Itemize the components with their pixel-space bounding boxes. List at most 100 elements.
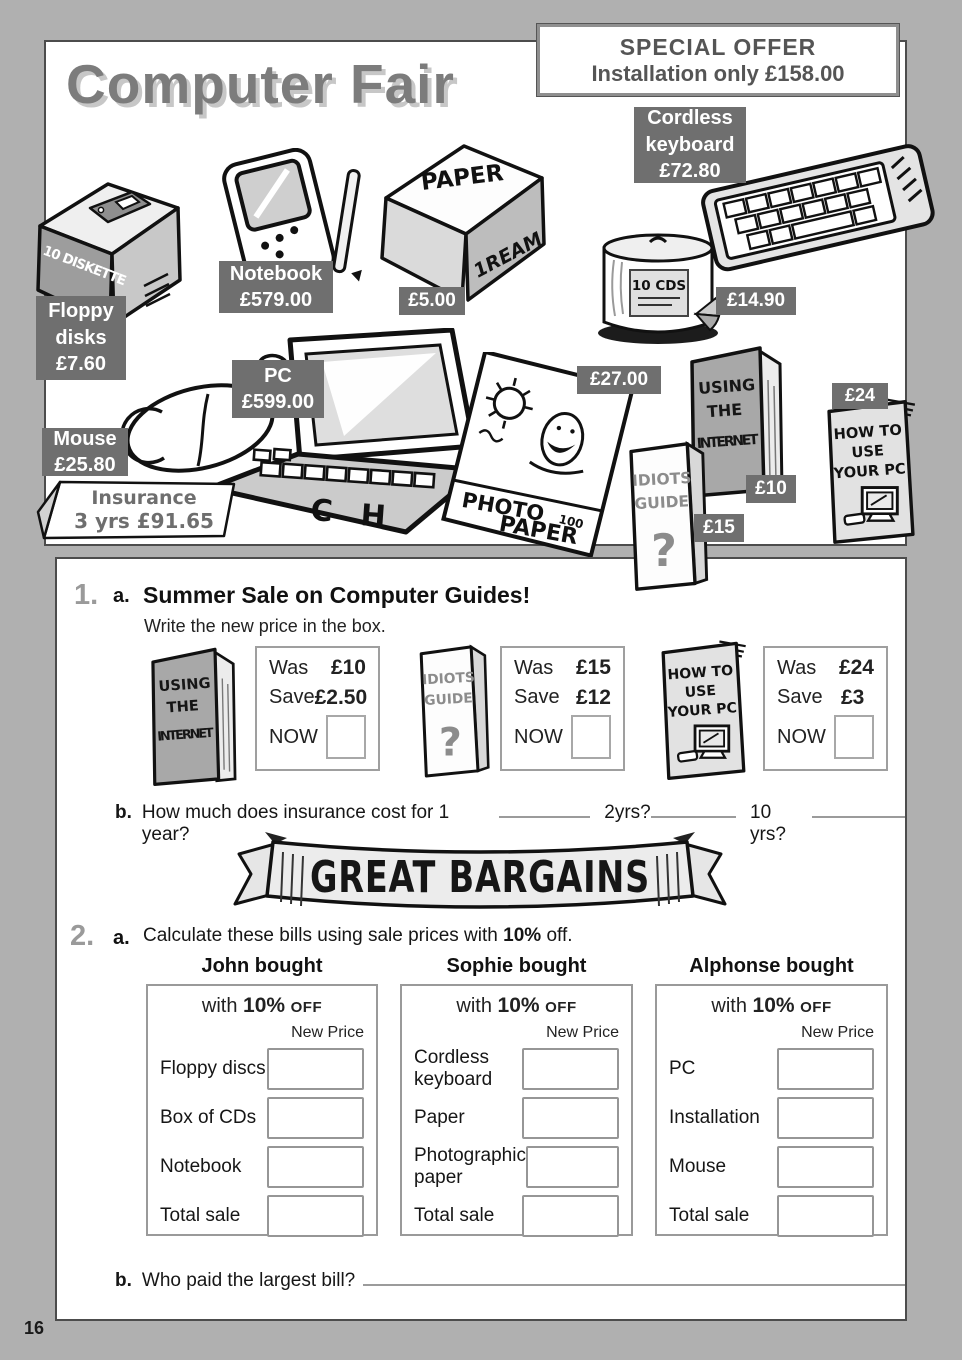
answer-box[interactable] xyxy=(525,1145,619,1188)
was-price: £10 xyxy=(330,656,366,679)
discount-label: 10% xyxy=(243,994,286,1017)
answer-box[interactable] xyxy=(267,1194,364,1237)
insurance-price-text: 3 yrs £91.65 xyxy=(74,509,214,533)
exercise1b-question2: 2yrs? xyxy=(604,802,651,823)
answer-blank-largest-bill[interactable] xyxy=(363,1268,905,1286)
photo-art-count: 100 xyxy=(557,512,585,532)
internet-book-small-line1: USING xyxy=(158,675,211,696)
row-label: Paper xyxy=(414,1106,465,1128)
price-tag-photo: £27.00 xyxy=(577,366,661,394)
pc-book-small-line3: YOUR PC xyxy=(666,700,737,721)
off-label: OFF xyxy=(800,999,832,1016)
price-tag-pc: PC £599.00 xyxy=(232,360,324,418)
page-title: Computer Fair xyxy=(66,53,455,115)
answer-blank-1yr[interactable] xyxy=(499,800,591,818)
deal-box-idiots: Was£15 Save£12 NOW xyxy=(500,646,625,771)
price-tag-pc-line2: £599.00 xyxy=(241,391,315,413)
answer-box[interactable] xyxy=(521,1096,619,1139)
price-tag-pcbook-value: £24 xyxy=(844,385,876,406)
save-label: Save xyxy=(269,686,315,708)
page-number: 16 xyxy=(24,1318,45,1338)
internet-book-small-line3: INTERNET xyxy=(157,726,215,745)
pc-laptop-icon: C H xyxy=(207,328,483,535)
floppy-disks-icon: 10 DISKETTE xyxy=(36,182,182,326)
answer-box[interactable] xyxy=(776,1194,874,1237)
now-answer-box[interactable] xyxy=(833,715,874,759)
exercise1b-row: b. How much does insurance cost for 1 ye… xyxy=(115,800,906,846)
exercise1b-letter: b. xyxy=(115,802,132,823)
table-row: PC xyxy=(669,1044,874,1093)
insurance-sign: Insurance 3 yrs £91.65 xyxy=(36,480,236,540)
answer-box[interactable] xyxy=(267,1145,364,1188)
price-tag-idiots-value: £15 xyxy=(703,517,735,539)
save-amount: £2.50 xyxy=(314,685,368,709)
pc-book-line1: HOW TO xyxy=(833,422,902,444)
cd-spindle-icon: 10 CDS xyxy=(598,233,721,344)
price-tag-keyboard: Cordless keyboard £72.80 xyxy=(634,107,746,183)
idiots-guide-small-line2: GUIDE xyxy=(424,690,473,709)
exercise1a-title: Summer Sale on Computer Guides! xyxy=(143,582,531,608)
exercise1-number: 1. xyxy=(74,579,99,611)
with-label: with xyxy=(456,995,492,1017)
bill-table-alphonse: with 10% OFF New Price PC Installation M… xyxy=(655,984,888,1237)
row-label: Total sale xyxy=(160,1204,241,1226)
special-offer-box: SPECIAL OFFER Installation only £158.00 xyxy=(536,23,900,97)
pc-book-line2: USE xyxy=(851,442,884,461)
answer-blank-10yr[interactable] xyxy=(811,800,906,818)
price-tag-cds: £14.90 xyxy=(716,287,796,315)
exercise2a-text-before: Calculate these bills using sale prices … xyxy=(143,925,498,946)
save-label: Save xyxy=(777,686,823,708)
row-label: Floppy discs xyxy=(160,1057,266,1079)
deal-box-internet: Was£10 Save£2.50 NOW xyxy=(255,646,380,771)
notebook-icon xyxy=(222,148,362,290)
exercise2-number: 2. xyxy=(70,920,95,952)
row-label: Photographic paper xyxy=(414,1144,526,1188)
row-label: Installation xyxy=(669,1106,760,1128)
row-label: Notebook xyxy=(160,1155,242,1177)
discount-label: 10% xyxy=(752,994,795,1017)
row-label: Cordless keyboard xyxy=(414,1046,493,1090)
idiots-guide-line1: IDIOTS xyxy=(632,469,692,490)
price-tag-floppy: Floppy disks £7.60 xyxy=(36,296,126,380)
exercise2b-question: Who paid the largest bill? xyxy=(141,1270,356,1291)
pc-book-small-icon: HOW TO USE YOUR PC xyxy=(661,640,746,781)
internet-book-line1: USING xyxy=(698,375,756,398)
answer-box[interactable] xyxy=(776,1145,874,1188)
idiots-guide-icon: IDIOTS GUIDE ? xyxy=(629,441,709,591)
answer-box[interactable] xyxy=(776,1047,874,1090)
price-tag-idiots: £15 xyxy=(694,514,744,542)
with-discount-header: with 10% OFF xyxy=(669,994,874,1018)
idiots-guide-qmark: ? xyxy=(651,525,677,577)
answer-box[interactable] xyxy=(267,1047,364,1090)
bill-table-john: with 10% OFF New Price Floppy discs Box … xyxy=(146,984,378,1237)
table-row: Total sale xyxy=(160,1191,364,1240)
price-tag-cds-value: £14.90 xyxy=(726,290,786,312)
exercise2b-letter: b. xyxy=(115,1270,132,1291)
row-label: Total sale xyxy=(414,1204,495,1226)
exercise1a-letter: a. xyxy=(113,585,130,607)
now-label: NOW xyxy=(777,725,826,748)
off-label: OFF xyxy=(290,999,323,1016)
internet-book-line3: INTERNET xyxy=(696,432,759,452)
discount-label: 10% xyxy=(497,994,540,1017)
price-tag-paper-value: £5.00 xyxy=(408,290,456,312)
laptop-key-h-text: H xyxy=(359,498,386,535)
answer-blank-2yr[interactable] xyxy=(650,800,736,818)
now-answer-box[interactable] xyxy=(570,715,611,759)
answer-box[interactable] xyxy=(776,1096,874,1139)
photo-paper-icon: PHOTO 100 PAPER xyxy=(441,352,636,559)
pc-book-line3: YOUR PC xyxy=(832,460,906,482)
table-row: Box of CDs xyxy=(160,1093,364,1142)
price-tag-notebook-line2: £579.00 xyxy=(239,289,313,311)
answer-box[interactable] xyxy=(521,1194,619,1237)
answer-box[interactable] xyxy=(521,1047,619,1090)
pc-book-small-line2: USE xyxy=(684,683,716,701)
table-row: Floppy discs xyxy=(160,1044,364,1093)
with-discount-header: with 10% OFF xyxy=(414,994,619,1018)
now-answer-box[interactable] xyxy=(325,715,366,759)
answer-box[interactable] xyxy=(267,1096,364,1139)
price-tag-internet: £10 xyxy=(746,475,796,503)
special-offer-heading: SPECIAL OFFER xyxy=(619,33,817,60)
price-tag-notebook: Notebook £579.00 xyxy=(219,261,333,313)
was-label: Was xyxy=(514,656,554,679)
